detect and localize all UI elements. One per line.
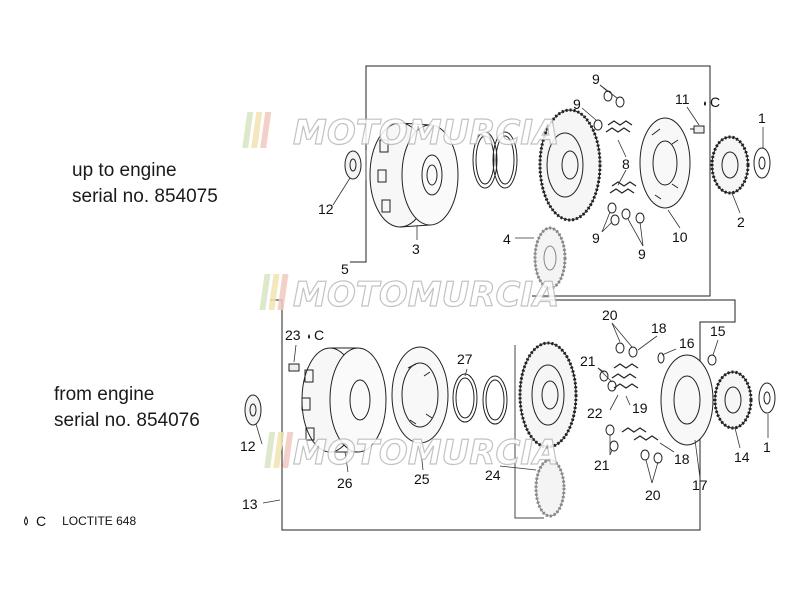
legend-loctite: C LOCTITE 648 — [22, 513, 136, 529]
label-8: 8 — [622, 156, 630, 172]
label-24: 24 — [485, 467, 501, 483]
label-20: 20 — [645, 487, 661, 503]
caption-top-line1: up to engine — [72, 160, 177, 181]
label-21: 21 — [580, 353, 596, 369]
loctite-c-mark: C — [710, 94, 720, 110]
loctite-drop-icon — [308, 334, 310, 339]
label-10: 10 — [672, 229, 688, 245]
loctite-drop-icon — [704, 101, 706, 106]
gear-24 — [534, 458, 566, 518]
caption-bottom: from engine serial no. 854076 — [54, 382, 200, 434]
loctite-c-mark: C — [314, 327, 324, 343]
primary-gear-bottom — [518, 341, 578, 449]
legend-symbol: C — [36, 513, 47, 529]
label-3: 3 — [412, 241, 420, 257]
label-9: 9 — [592, 71, 600, 87]
label-27: 27 — [457, 351, 473, 367]
label-17: 17 — [692, 477, 708, 493]
top-bracket-frame — [350, 65, 711, 297]
label-15: 15 — [710, 323, 726, 339]
top-leader-lines — [332, 84, 764, 247]
bottom-part-labels: 20 18 23 C 15 16 27 21 22 19 12 1 14 21 … — [240, 307, 771, 512]
friction-plate-25 — [391, 346, 449, 444]
label-9: 9 — [638, 246, 646, 262]
top-part-labels: 9 9 11 C 1 8 12 3 4 5 9 9 10 2 — [318, 71, 766, 277]
gear-2 — [710, 135, 750, 195]
label-25: 25 — [414, 471, 430, 487]
watermark-2: MOTOMURCIA — [259, 274, 560, 316]
label-11: 11 — [675, 91, 690, 107]
screw-11 — [690, 125, 705, 134]
label-21: 21 — [594, 457, 610, 473]
label-14: 14 — [734, 449, 750, 465]
clutch-housing-26 — [301, 347, 387, 453]
label-20: 20 — [602, 307, 618, 323]
friction-rings-top — [472, 131, 518, 189]
label-12: 12 — [240, 438, 256, 454]
label-1: 1 — [758, 110, 766, 126]
spring-cups-9 — [593, 90, 645, 226]
spring-cups-20-21 — [599, 342, 665, 464]
svg-text:MOTOMURCIA: MOTOMURCIA — [293, 275, 559, 315]
bottom-assembly — [244, 299, 776, 531]
caption-top: up to engine serial no. 854075 — [72, 158, 218, 210]
watermark-3: MOTOMURCIA — [264, 432, 560, 474]
svg-text:MOTOMURCIA: MOTOMURCIA — [293, 433, 559, 473]
label-18: 18 — [651, 320, 667, 336]
label-1: 1 — [763, 439, 771, 455]
label-9: 9 — [573, 96, 581, 112]
bottom-leader-lines — [255, 322, 769, 504]
label-2: 2 — [737, 214, 745, 230]
pressure-plate-17 — [660, 354, 714, 446]
watermark-group: MOTOMURCIA MOTOMURCIA MOTOMURCIA — [242, 112, 560, 474]
label-23: 23 — [285, 327, 301, 343]
pressure-plate-10 — [639, 117, 691, 209]
label-4: 4 — [503, 231, 511, 247]
washer-1-top — [753, 147, 771, 179]
gear-4 — [533, 226, 567, 290]
watermark-1: MOTOMURCIA — [242, 112, 560, 154]
springs-8 — [605, 120, 637, 194]
label-5: 5 — [341, 261, 349, 277]
bolt-15 — [707, 354, 717, 366]
washer-12-top — [344, 150, 362, 180]
label-9: 9 — [592, 230, 600, 246]
top-assembly — [332, 65, 771, 297]
rings-27 — [452, 373, 508, 425]
label-18: 18 — [674, 451, 690, 467]
label-26: 26 — [337, 475, 353, 491]
svg-text:MOTOMURCIA: MOTOMURCIA — [293, 113, 559, 153]
washer-1-bottom — [758, 382, 776, 414]
clutch-housing-3 — [369, 122, 459, 228]
label-16: 16 — [679, 335, 695, 351]
label-13: 13 — [242, 496, 258, 512]
label-22: 22 — [587, 405, 603, 421]
label-19: 19 — [632, 400, 648, 416]
caption-bottom-line2: serial no. 854076 — [54, 410, 200, 431]
legend-text: LOCTITE 648 — [62, 514, 137, 528]
washer-12-bottom — [244, 394, 262, 426]
springs-19 — [611, 363, 659, 441]
primary-gear-top — [538, 108, 602, 222]
label-12: 12 — [318, 201, 334, 217]
caption-bottom-line1: from engine — [54, 384, 155, 405]
gear-14 — [713, 370, 753, 430]
caption-top-line2: serial no. 854075 — [72, 186, 218, 207]
loctite-drop-icon — [24, 516, 28, 526]
screw-23 — [288, 363, 300, 372]
